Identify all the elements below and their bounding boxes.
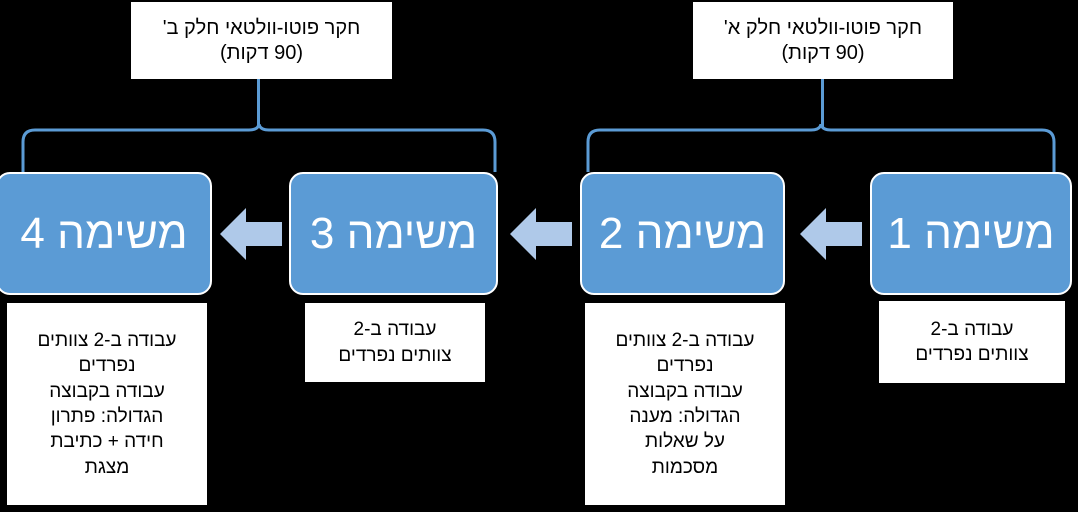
header-box-part-b: חקר פוטו-וולטאי חלק ב' (90 דקות) bbox=[131, 2, 392, 79]
bracket-part-b bbox=[21, 124, 497, 172]
task-box-1[interactable]: משימה 1 bbox=[870, 172, 1072, 295]
arrow-task2-to-task3 bbox=[510, 208, 572, 260]
arrow-task3-to-task4 bbox=[220, 208, 282, 260]
task-box-4[interactable]: משימה 4 bbox=[0, 172, 212, 295]
task-caption-3: עבודה ב-2 צוותים נפרדים bbox=[305, 303, 485, 382]
task-caption-4: עבודה ב-2 צוותים נפרדים עבודה בקבוצה הגד… bbox=[7, 303, 207, 505]
task-box-2[interactable]: משימה 2 bbox=[580, 172, 785, 295]
header-box-part-a: חקר פוטו-וולטאי חלק א' (90 דקות) bbox=[693, 2, 953, 79]
bracket-part-a bbox=[586, 124, 1056, 172]
arrow-task1-to-task2 bbox=[800, 208, 862, 260]
task-caption-2: עבודה ב-2 צוותים נפרדים עבודה בקבוצה הגד… bbox=[585, 303, 785, 505]
task-caption-1: עבודה ב-2 צוותים נפרדים bbox=[879, 301, 1065, 383]
task-box-3[interactable]: משימה 3 bbox=[289, 172, 498, 295]
bracket-stem-part-b bbox=[257, 79, 260, 127]
bracket-stem-part-a bbox=[821, 79, 824, 127]
